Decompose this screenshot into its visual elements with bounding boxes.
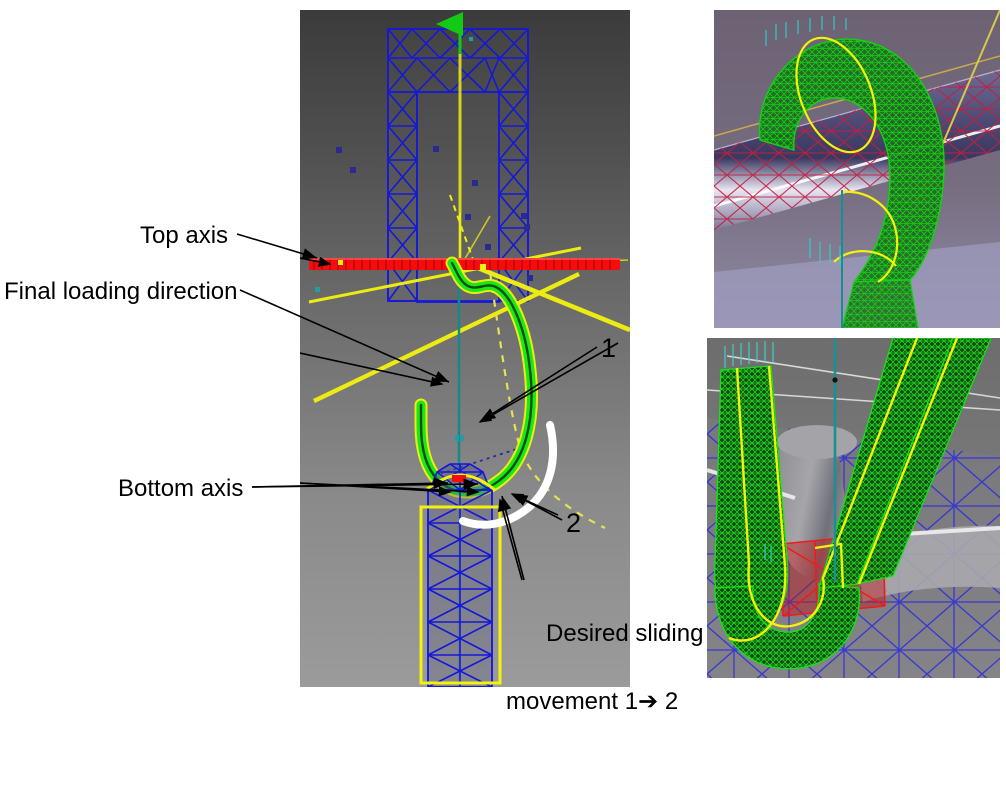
yellow-dashed-projection bbox=[488, 271, 606, 529]
yellow-section-outline bbox=[795, 36, 899, 283]
green-meshed-u-hook bbox=[714, 338, 992, 670]
label-bottom-axis: Bottom axis bbox=[118, 475, 244, 502]
inset-bottom-scene bbox=[707, 338, 1000, 678]
figure-stage: Top axis Final loading direction Bottom … bbox=[4, 10, 1000, 715]
inset-top-teal-ticks bbox=[765, 16, 847, 266]
green-meshed-hook bbox=[758, 38, 945, 328]
lower-column-wireframe bbox=[427, 463, 493, 687]
detail-view-u-hook-section[interactable] bbox=[707, 338, 1000, 678]
label-top-axis: Top axis bbox=[140, 222, 229, 249]
red-top-axis-bar bbox=[309, 258, 620, 270]
inset-bottom-teal-ticks bbox=[724, 341, 774, 562]
blue-dotted-reference bbox=[439, 443, 533, 475]
inset-bottom-yellow-outline bbox=[728, 338, 959, 642]
main-viewport-scene bbox=[300, 12, 630, 687]
label-desired-line2: movement 1➔ 2 bbox=[506, 688, 679, 715]
detail-view-hook-over-pin[interactable] bbox=[714, 10, 1000, 328]
inset-top-scene bbox=[714, 10, 1000, 328]
bottom-axis-red-marker bbox=[452, 475, 466, 482]
main-3d-viewport[interactable] bbox=[300, 10, 630, 687]
label-final-loading-direction: Final loading direction bbox=[4, 278, 238, 305]
